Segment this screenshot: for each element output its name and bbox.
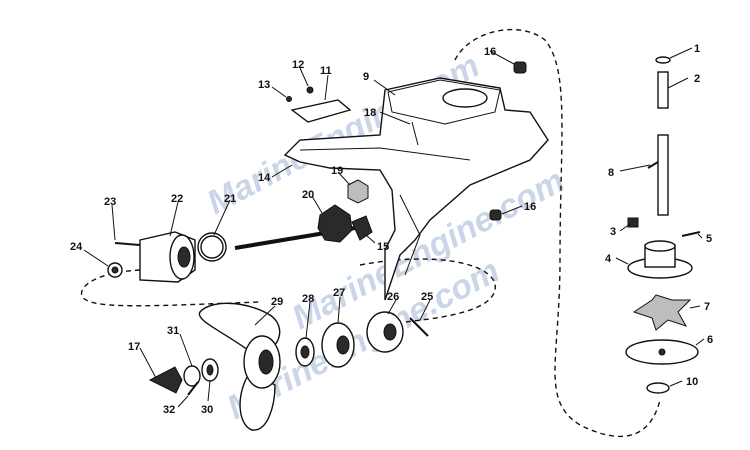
callout-7: 7 <box>704 301 710 313</box>
callout-9: 9 <box>363 71 369 83</box>
callout-24: 24 <box>70 241 83 253</box>
o-ring-21-inner <box>200 235 224 259</box>
callout-26: 26 <box>387 291 399 303</box>
impeller-7 <box>632 294 692 331</box>
callout-27: 27 <box>333 287 345 299</box>
gearcase-body <box>283 77 549 301</box>
callout-5: 5 <box>706 233 712 245</box>
callout-25: 25 <box>421 291 433 303</box>
callout-11: 11 <box>320 65 332 77</box>
callout-6: 6 <box>707 334 713 346</box>
water-pump-group <box>625 56 701 394</box>
bearing-carrier-bore <box>177 246 191 268</box>
callout-32: 32 <box>163 404 175 416</box>
callout-19: 19 <box>331 165 343 177</box>
callout-10: 10 <box>686 376 698 388</box>
nut-3 <box>627 217 639 228</box>
seal-1 <box>655 56 671 64</box>
screw-13 <box>286 96 292 102</box>
callout-2: 2 <box>694 73 700 85</box>
callout-8: 8 <box>608 167 614 179</box>
propeller-shaft-group <box>107 179 429 368</box>
seal-10 <box>646 382 670 394</box>
screw-12 <box>306 86 314 94</box>
plug-16-upper <box>513 61 527 74</box>
callout-16-upper: 16 <box>484 46 496 58</box>
clutch-dog-15 <box>351 215 373 241</box>
key-8 <box>647 161 659 169</box>
screw-23 <box>114 242 141 246</box>
washer-24-hole <box>111 266 119 274</box>
callout-13: 13 <box>258 79 270 91</box>
propeller-group <box>148 302 281 431</box>
callout-18: 18 <box>364 107 376 119</box>
plug-16-lower <box>489 209 502 221</box>
pin-25 <box>409 317 429 337</box>
propeller-hub-bore <box>258 349 274 375</box>
clutch-26-bore <box>383 323 397 341</box>
pump-housing-4-top <box>644 240 676 252</box>
dowel-pin-18 <box>411 121 419 146</box>
thrust-washer-28-hole <box>300 345 310 359</box>
screw-5 <box>681 231 701 237</box>
callout-16-lower: 16 <box>524 201 536 213</box>
callout-12: 12 <box>292 59 304 71</box>
gearcase-housing <box>283 61 549 301</box>
propeller-cone-17 <box>148 366 183 394</box>
thrust-hub-30-hole <box>206 364 214 376</box>
gearcase-fin-line <box>299 147 471 161</box>
plate-6-hole <box>658 348 666 356</box>
callout-28: 28 <box>302 293 314 305</box>
callout-21: 21 <box>224 193 236 205</box>
dashed-path-gear-loop <box>359 258 496 323</box>
drive-gear-20 <box>317 204 353 243</box>
callout-17: 17 <box>128 341 140 353</box>
callout-1: 1 <box>694 43 700 55</box>
dashed-path-left-loop <box>80 269 261 307</box>
drive-shaft-lower-8 <box>657 134 669 216</box>
cotter-pin-32 <box>187 381 199 396</box>
trim-tab-plate <box>290 99 352 123</box>
pinion-gear-19 <box>347 179 369 204</box>
callout-29: 29 <box>271 296 283 308</box>
dashed-path-right-loop <box>454 28 661 438</box>
callout-20: 20 <box>302 189 314 201</box>
callout-15: 15 <box>377 241 389 253</box>
gearcase-water-port <box>442 88 488 108</box>
callout-22: 22 <box>171 193 183 205</box>
callout-labels: 1 2 3 4 5 6 7 8 9 10 11 12 13 14 15 16 1… <box>70 43 713 416</box>
leader-lines <box>83 47 705 408</box>
callout-14: 14 <box>258 172 271 184</box>
callout-31: 31 <box>167 325 179 337</box>
callout-3: 3 <box>610 226 616 238</box>
callout-4: 4 <box>605 253 612 265</box>
gearcase-skeg-line <box>399 194 421 276</box>
gear-27-bore <box>336 335 350 355</box>
gearcase-top-flange <box>387 79 501 125</box>
callout-30: 30 <box>201 404 213 416</box>
callout-23: 23 <box>104 196 116 208</box>
drive-shaft-upper-2 <box>657 71 669 109</box>
